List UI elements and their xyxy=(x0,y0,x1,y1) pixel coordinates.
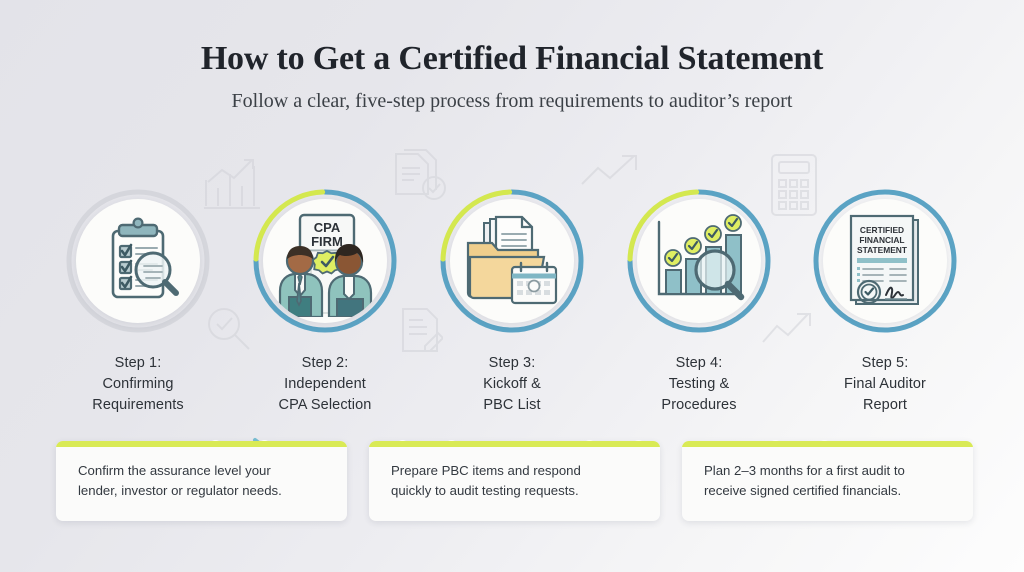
step-3-label: Step 3: Kickoff & PBC List xyxy=(419,353,605,416)
tip-card-1-accent xyxy=(56,441,347,447)
step-2-progress-ring xyxy=(253,189,397,333)
header: How to Get a Certified Financial Stateme… xyxy=(0,40,1024,113)
step-1-line3: Requirements xyxy=(92,397,184,413)
tips-row: Confirm the assurance level your lender,… xyxy=(0,441,1024,523)
step-3-line3: PBC List xyxy=(483,397,541,413)
step-3-progress-ring xyxy=(440,189,584,333)
folder-documents-calendar-icon xyxy=(450,199,574,323)
svg-text:STATEMENT: STATEMENT xyxy=(857,245,908,255)
tip-card-1-text: Confirm the assurance level your lender,… xyxy=(56,447,347,500)
step-1-label: Step 1: Confirming Requirements xyxy=(45,353,231,416)
step-2-number: Step 2: xyxy=(301,355,349,371)
step-1-circle xyxy=(62,185,214,337)
step-2-line2: Independent xyxy=(284,376,366,392)
clipboard-checklist-magnifier-icon xyxy=(76,199,200,323)
step-1-line2: Confirming xyxy=(102,376,174,392)
step-1-progress-ring xyxy=(66,189,210,333)
step-4-circle xyxy=(623,185,775,337)
cpa-firm-people-badge-icon: CPA FIRM xyxy=(263,199,387,323)
step-4[interactable]: Step 4: Testing & Procedures xyxy=(606,185,792,416)
step-3[interactable]: Step 3: Kickoff & PBC List xyxy=(419,185,605,416)
step-5-progress-ring xyxy=(813,189,957,333)
step-2-label: Step 2: Independent CPA Selection xyxy=(232,353,418,416)
step-2-circle: CPA FIRM xyxy=(249,185,401,337)
tip-card-1-line2: lender, investor or regulator needs. xyxy=(78,482,282,498)
tip-card-1-line1: Confirm the assurance level your xyxy=(78,463,271,478)
step-3-line2: Kickoff & xyxy=(483,376,541,392)
step-4-label: Step 4: Testing & Procedures xyxy=(606,353,792,416)
step-5-line2: Final Auditor xyxy=(844,376,926,392)
certified-statement-seal-signature-icon: CERTIFIED FINANCIAL STATEMENT xyxy=(823,199,947,323)
step-2[interactable]: CPA FIRM xyxy=(232,185,418,416)
svg-text:CPA: CPA xyxy=(314,220,341,235)
step-5[interactable]: CERTIFIED FINANCIAL STATEMENT xyxy=(792,185,978,416)
seal-icon xyxy=(856,279,882,305)
tip-card-2-accent xyxy=(369,441,660,447)
tip-card-2[interactable]: Prepare PBC items and respond quickly to… xyxy=(369,441,660,521)
check-badges xyxy=(664,214,742,267)
tip-card-3[interactable]: Plan 2–3 months for a first audit to rec… xyxy=(682,441,973,521)
certification-badge-icon xyxy=(311,249,343,275)
step-4-line2: Testing & xyxy=(668,376,730,392)
step-1[interactable]: Step 1: Confirming Requirements xyxy=(45,185,231,416)
step-1-number: Step 1: xyxy=(114,355,162,371)
step-4-line3: Procedures xyxy=(661,397,737,413)
page-title: How to Get a Certified Financial Stateme… xyxy=(200,40,824,77)
tip-card-3-text: Plan 2–3 months for a first audit to rec… xyxy=(682,447,973,500)
person-left xyxy=(278,246,324,317)
step-5-circle: CERTIFIED FINANCIAL STATEMENT xyxy=(809,185,961,337)
person-right xyxy=(327,244,373,317)
step-3-number: Step 3: xyxy=(488,355,536,371)
step-4-number: Step 4: xyxy=(675,355,723,371)
page-subtitle: Follow a clear, five-step process from r… xyxy=(231,90,793,112)
tip-card-3-line2: receive signed certified financials. xyxy=(704,482,902,498)
svg-text:CERTIFIED: CERTIFIED xyxy=(860,225,904,235)
steps-row: Step 1: Confirming Requirements CPA FIRM xyxy=(0,185,1024,456)
step-5-line3: Report xyxy=(862,397,908,413)
tip-card-2-text: Prepare PBC items and respond quickly to… xyxy=(369,447,660,500)
svg-text:FIRM: FIRM xyxy=(311,234,343,249)
step-3-circle xyxy=(436,185,588,337)
bar-chart-checkmarks-magnifier-icon xyxy=(637,199,761,323)
tip-card-3-accent xyxy=(682,441,973,447)
tip-card-3-line1: Plan 2–3 months for a first audit to xyxy=(704,463,905,478)
tip-card-2-line1: Prepare PBC items and respond xyxy=(391,463,581,478)
tip-card-2-line2: quickly to audit testing requests. xyxy=(391,482,579,498)
step-4-progress-ring xyxy=(627,189,771,333)
svg-text:FINANCIAL: FINANCIAL xyxy=(859,235,904,245)
tip-card-1[interactable]: Confirm the assurance level your lender,… xyxy=(56,441,347,521)
step-2-line3: CPA Selection xyxy=(278,397,372,413)
step-5-label: Step 5: Final Auditor Report xyxy=(792,353,978,416)
step-5-number: Step 5: xyxy=(861,355,909,371)
